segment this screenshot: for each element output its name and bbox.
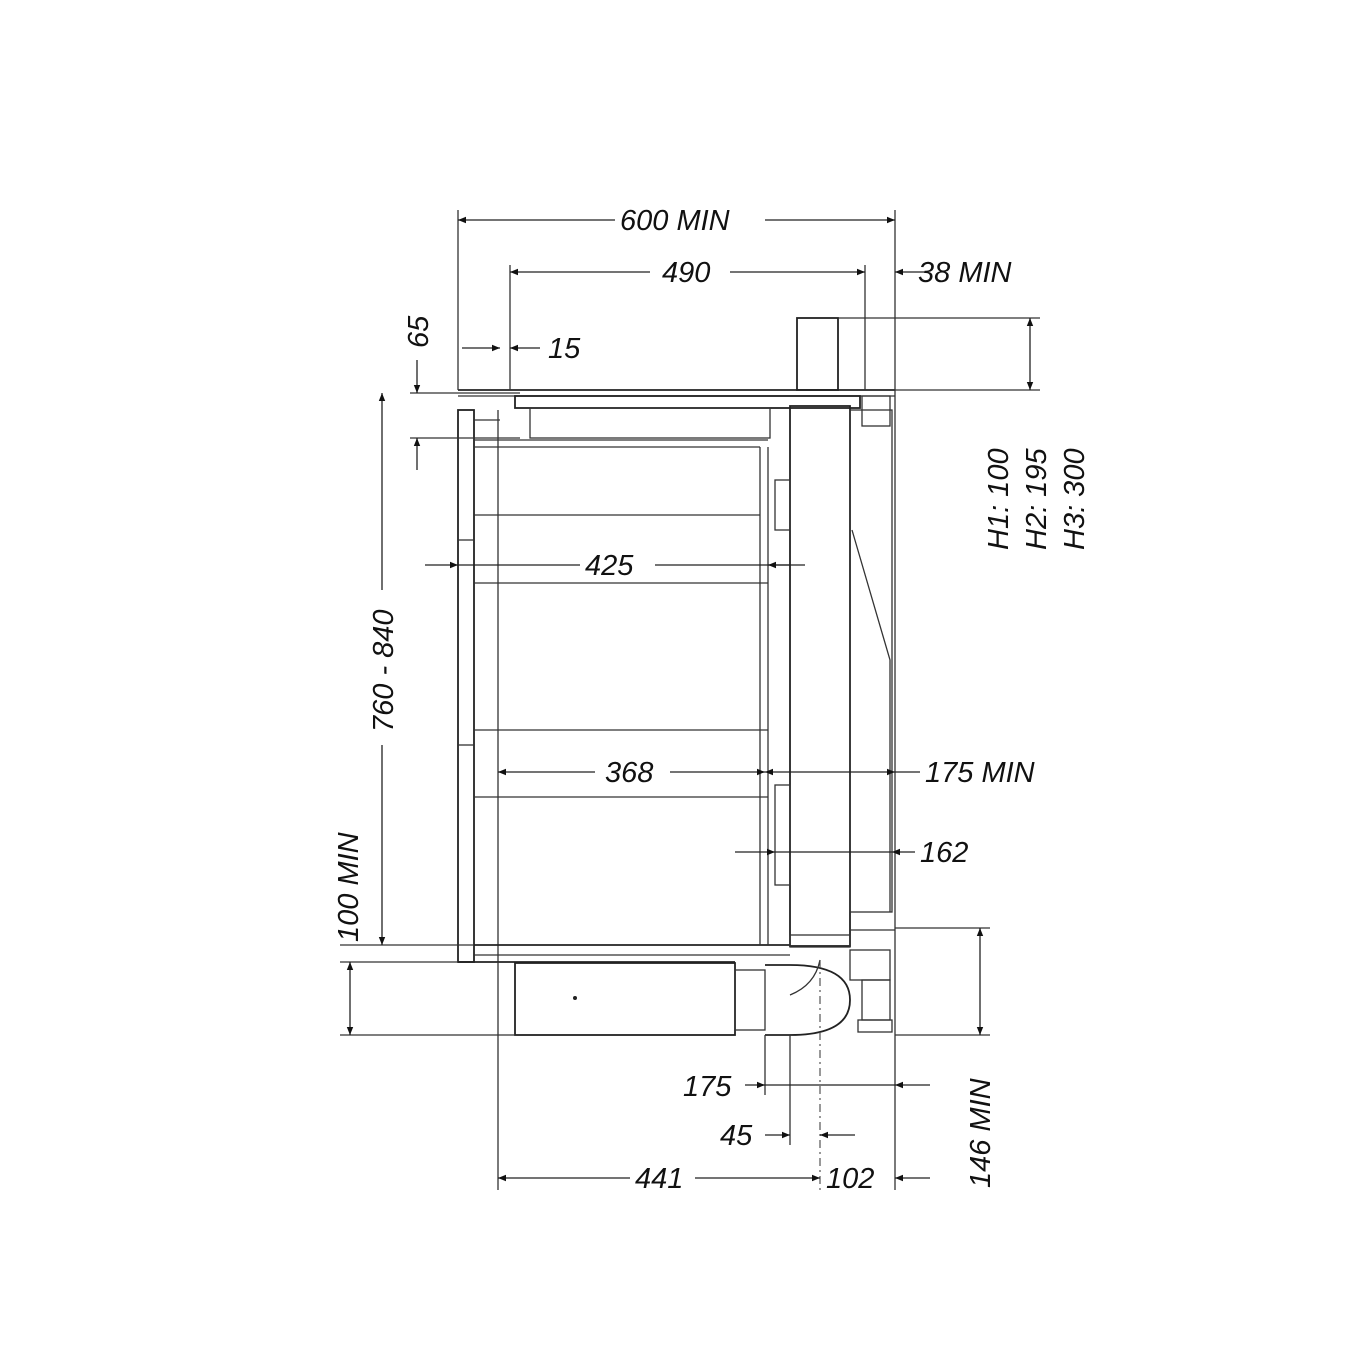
motor-unit: [514, 929, 895, 1036]
hob: [514, 395, 891, 439]
extension-lines: [340, 210, 1040, 1190]
dim-h1: H1: 100: [983, 448, 1015, 550]
cabinet: [457, 389, 895, 963]
dim-175: 175: [683, 1071, 732, 1103]
dim-490: 490: [662, 257, 710, 289]
dim-175-min: 175 MIN: [925, 757, 1035, 789]
dim-146-min: 146 MIN: [965, 1078, 997, 1188]
dim-45: 45: [720, 1120, 753, 1152]
dim-65: 65: [403, 315, 435, 348]
dim-441: 441: [635, 1163, 683, 1195]
duct: [774, 317, 893, 948]
dim-425: 425: [585, 550, 634, 582]
drawers: [474, 439, 769, 945]
dim-102: 102: [826, 1163, 874, 1195]
dim-760-840: 760 - 840: [368, 609, 400, 732]
dim-162: 162: [920, 837, 968, 869]
dim-15: 15: [548, 333, 581, 365]
dim-368: 368: [605, 757, 653, 789]
dim-h3: H3: 300: [1059, 448, 1091, 550]
dim-100-min: 100 MIN: [333, 832, 365, 942]
dim-38-min: 38 MIN: [918, 257, 1012, 289]
dim-600-min: 600 MIN: [620, 205, 730, 237]
dimension-lines: [346, 216, 1034, 1182]
dim-h2: H2: 195: [1021, 448, 1053, 550]
